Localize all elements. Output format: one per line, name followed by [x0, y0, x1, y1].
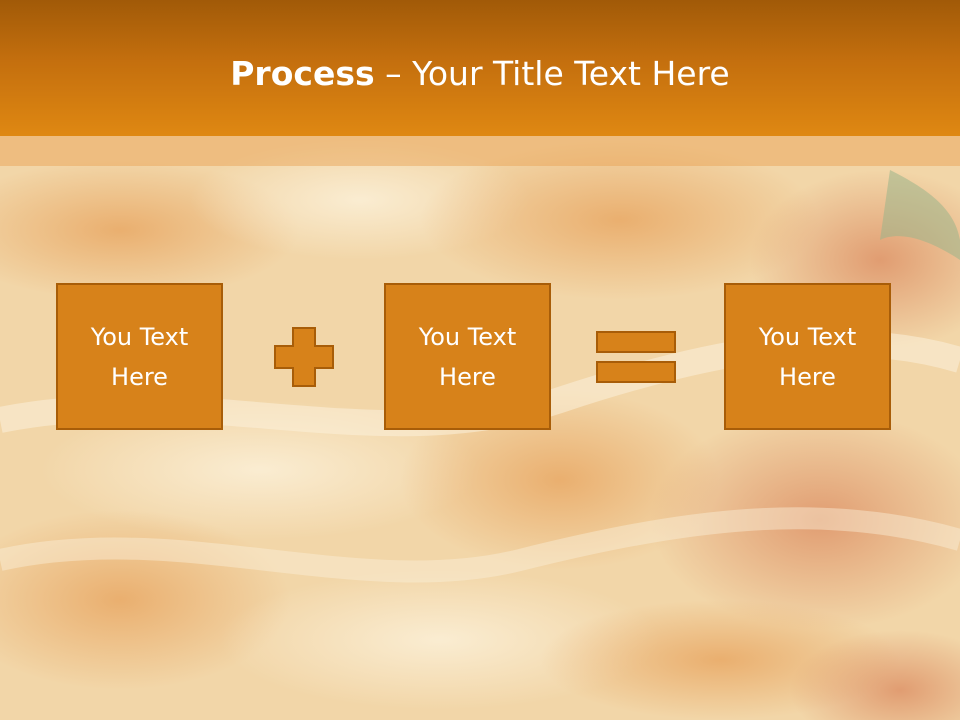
process-box-2-line-1: You Text	[418, 322, 517, 351]
process-box-1: You Text Here	[56, 283, 223, 430]
title-bar-strip	[0, 136, 960, 166]
title-bar	[0, 0, 960, 136]
process-box-3-line-2: Here	[779, 362, 836, 391]
process-box-1-text: You Text Here	[75, 317, 205, 397]
process-box-2: You Text Here	[384, 283, 551, 430]
equals-icon	[596, 331, 676, 383]
process-box-3: You Text Here	[724, 283, 891, 430]
slide-title: Process – Your Title Text Here	[0, 52, 960, 96]
process-box-2-text: You Text Here	[403, 317, 533, 397]
process-box-3-text: You Text Here	[743, 317, 873, 397]
process-box-1-line-1: You Text	[90, 322, 189, 351]
process-box-2-line-2: Here	[439, 362, 496, 391]
process-box-3-line-1: You Text	[758, 322, 857, 351]
slide-title-bold: Process	[230, 54, 375, 93]
slide-title-rest: – Your Title Text Here	[374, 54, 730, 93]
plus-icon	[274, 327, 334, 387]
process-box-1-line-2: Here	[111, 362, 168, 391]
